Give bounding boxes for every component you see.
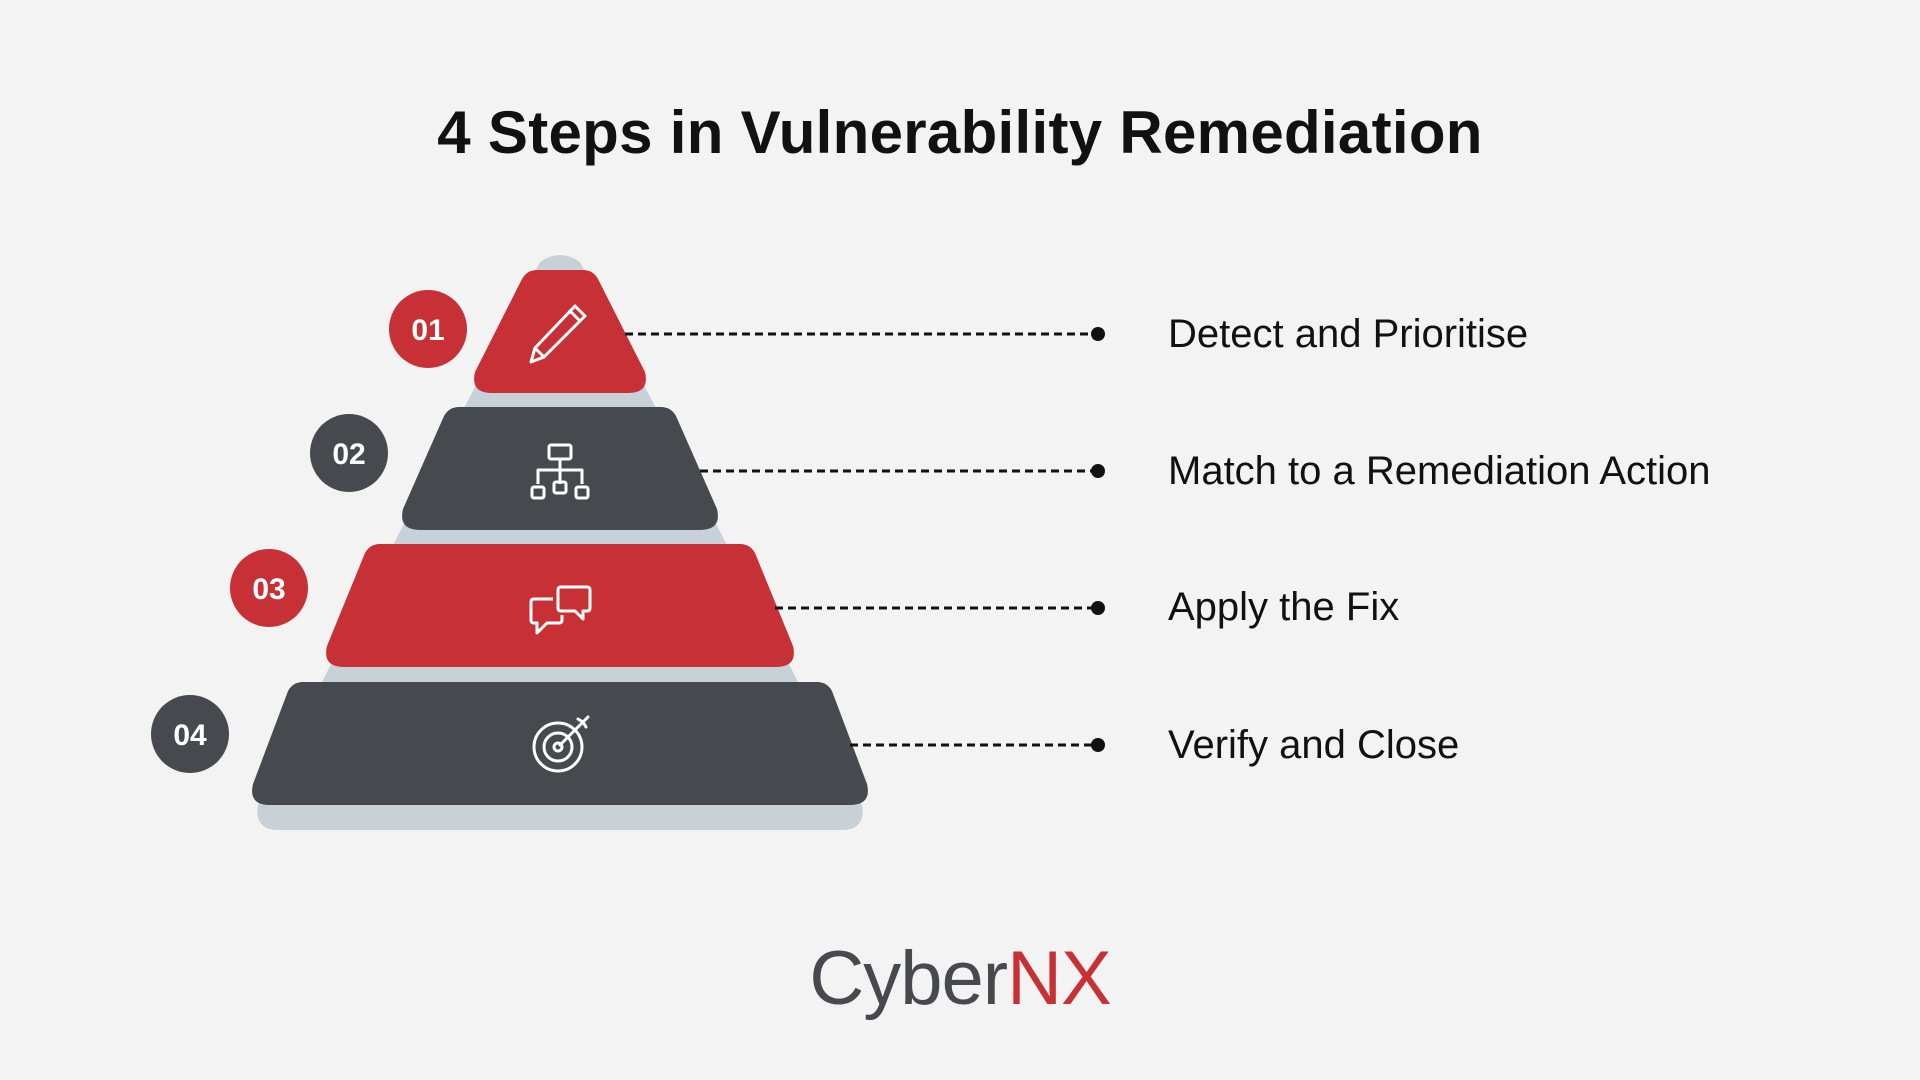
step-number: 04 bbox=[173, 719, 207, 752]
step-number: 03 bbox=[252, 573, 285, 606]
step-number: 02 bbox=[332, 438, 365, 471]
step-badge-03: 03 bbox=[230, 549, 308, 627]
step-label-02: Match to a Remediation Action bbox=[1168, 449, 1711, 493]
connector-01 bbox=[625, 327, 1105, 341]
pyramid-tier-2 bbox=[402, 407, 718, 530]
step-label-04: Verify and Close bbox=[1168, 723, 1460, 767]
pencil-icon bbox=[529, 304, 587, 364]
pyramid-tier-3 bbox=[326, 544, 794, 667]
connector-02 bbox=[700, 464, 1105, 478]
pyramid-tier-1 bbox=[474, 270, 646, 393]
pyramid-tier-4 bbox=[252, 682, 868, 805]
tier-shape bbox=[474, 270, 646, 393]
step-number: 01 bbox=[411, 314, 444, 347]
sitemap-icon bbox=[530, 443, 590, 500]
connector-03 bbox=[775, 601, 1105, 615]
step-badge-02: 02 bbox=[310, 414, 388, 492]
step-badge-04: 04 bbox=[151, 695, 229, 773]
cybernx-logo: CyberNX bbox=[0, 935, 1920, 1022]
step-label-01: Detect and Prioritise bbox=[1168, 312, 1529, 356]
page-title: 4 Steps in Vulnerability Remediation bbox=[437, 99, 1483, 166]
logo-text-cyber: Cyber bbox=[809, 936, 1008, 1021]
logo-text-nx: NX bbox=[1007, 936, 1112, 1021]
step-badge-01: 01 bbox=[389, 290, 467, 368]
target-icon bbox=[532, 715, 590, 773]
step-label-03: Apply the Fix bbox=[1168, 585, 1400, 629]
chat-bubbles-icon bbox=[529, 585, 592, 635]
connector-04 bbox=[850, 738, 1105, 752]
tier-shape bbox=[326, 544, 794, 667]
